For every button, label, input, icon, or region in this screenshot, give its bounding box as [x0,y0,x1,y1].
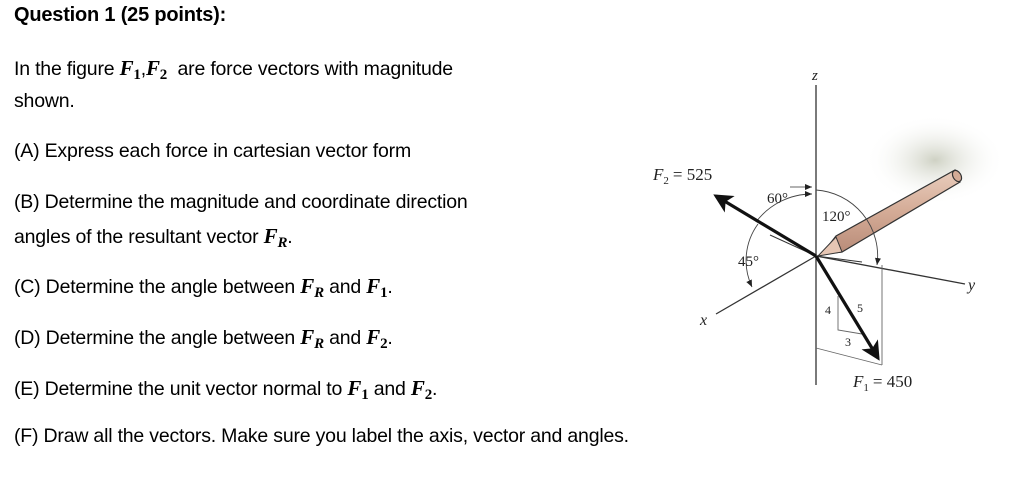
intro-suffix: are force vectors with magnitude [177,58,454,80]
pencil-illustration [816,169,963,257]
f2-label: F2= 525 [652,165,712,187]
f1-vector [814,255,880,361]
f2-symbol: F2 [366,325,388,352]
x-axis-label: x [699,312,707,329]
f2-symbol: F2 [410,376,433,403]
slope-4-label: 4 [825,303,831,317]
intro-prefix: In the figure [14,58,115,80]
slope-5-label: 5 [857,301,863,315]
y-axis-label: y [966,277,976,294]
angle-45-label: 45° [738,254,759,270]
intro-line: In the figure F1,F2 are force vectors wi… [14,56,454,83]
part-e: (E) Determine the unit vector normal to … [14,376,438,403]
question-title: Question 1 (25 points): [14,4,227,26]
part-d: (D) Determine the angle between FR and F… [14,325,393,352]
part-b-line-2: angles of the resultant vector FR. [14,224,293,251]
slope-3-label: 3 [845,335,851,349]
f1-symbol: F1 [119,56,141,83]
fr-symbol: FR [300,274,324,301]
part-f: (F) Draw all the vectors. Make sure you … [14,425,629,447]
f2-vector [713,194,817,258]
part-a: (A) Express each force in cartesian vect… [14,140,411,162]
fr-symbol: FR [263,224,288,251]
z-axis-label: z [811,68,818,84]
x-axis [715,255,817,315]
angle-60-label: 60° [767,191,788,207]
f1-symbol: F1 [347,376,369,403]
angle-120-label: 120° [822,209,851,225]
y-axis [815,255,966,285]
part-c: (C) Determine the angle between FR and F… [14,274,393,301]
shadow-blob [865,115,1005,205]
part-b: (B) Determine the magnitude and coordina… [14,191,468,213]
f1-symbol: F1 [366,274,388,301]
fr-symbol: FR [300,325,324,352]
f2-symbol: F2 [145,56,168,83]
f1-label: F1= 450 [852,372,912,394]
intro-line-2: shown. [14,90,75,112]
